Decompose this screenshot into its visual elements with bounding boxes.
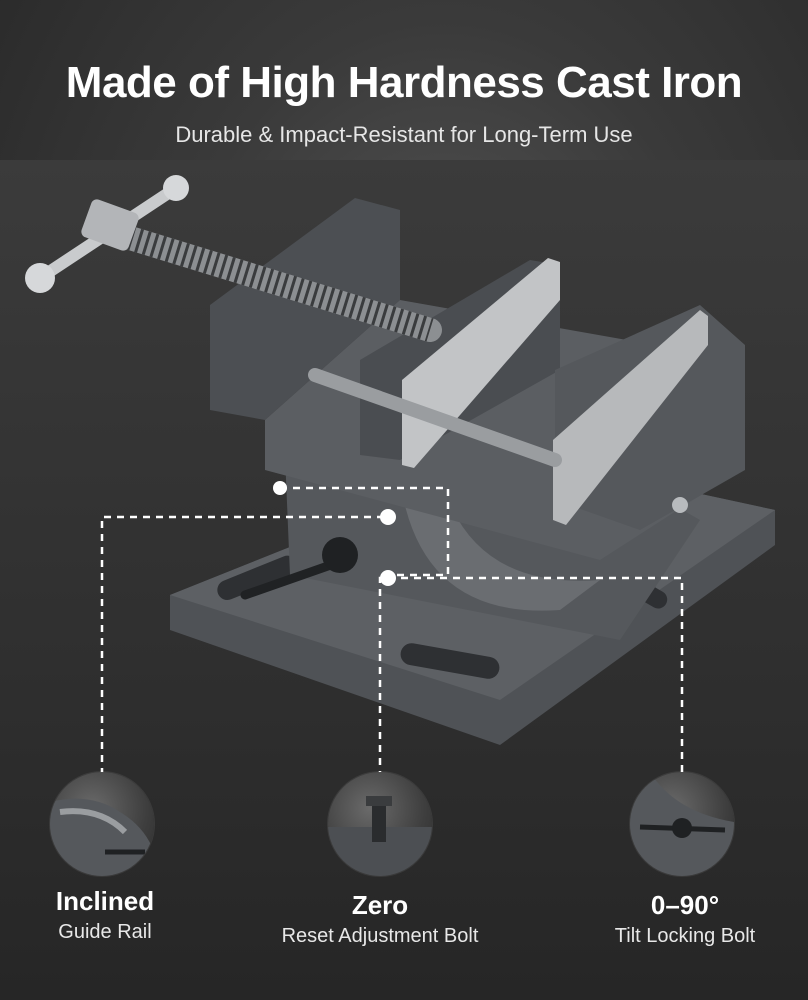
callout-dot-guide-rail-end xyxy=(380,509,396,525)
feature-adjustment-bolt: Zero Reset Adjustment Bolt xyxy=(240,890,520,948)
page-subtitle: Durable & Impact-Resistant for Long-Term… xyxy=(175,122,633,147)
guide-rod xyxy=(308,368,562,467)
feature-heading: Inclined xyxy=(55,886,155,916)
t-handle xyxy=(25,175,189,293)
adjustment-bolt-icon xyxy=(328,772,432,876)
feature-caption: Reset Adjustment Bolt xyxy=(281,925,479,947)
feature-heading: 0–90° xyxy=(650,890,720,920)
feature-heading: Zero xyxy=(351,890,409,920)
feature-caption: Guide Rail xyxy=(58,921,152,943)
callout-lines xyxy=(100,486,684,778)
fixed-jaw-plate xyxy=(553,310,708,525)
callout-dot-adjustment-bolt xyxy=(380,570,396,586)
feature-caption: Tilt Locking Bolt xyxy=(614,925,756,947)
locking-bolt-icon xyxy=(630,772,734,876)
page-title: Made of High Hardness Cast Iron xyxy=(65,58,743,107)
callout-dot-guide-rail xyxy=(273,481,287,495)
feature-guide-rail: Inclined Guide Rail xyxy=(0,886,210,944)
feature-locking-bolt: 0–90° Tilt Locking Bolt xyxy=(585,890,785,948)
tilt-lock-lever xyxy=(240,537,358,600)
guide-rail-icon xyxy=(50,772,154,876)
lead-screw xyxy=(118,226,442,342)
zero-reset-knob xyxy=(672,497,688,513)
